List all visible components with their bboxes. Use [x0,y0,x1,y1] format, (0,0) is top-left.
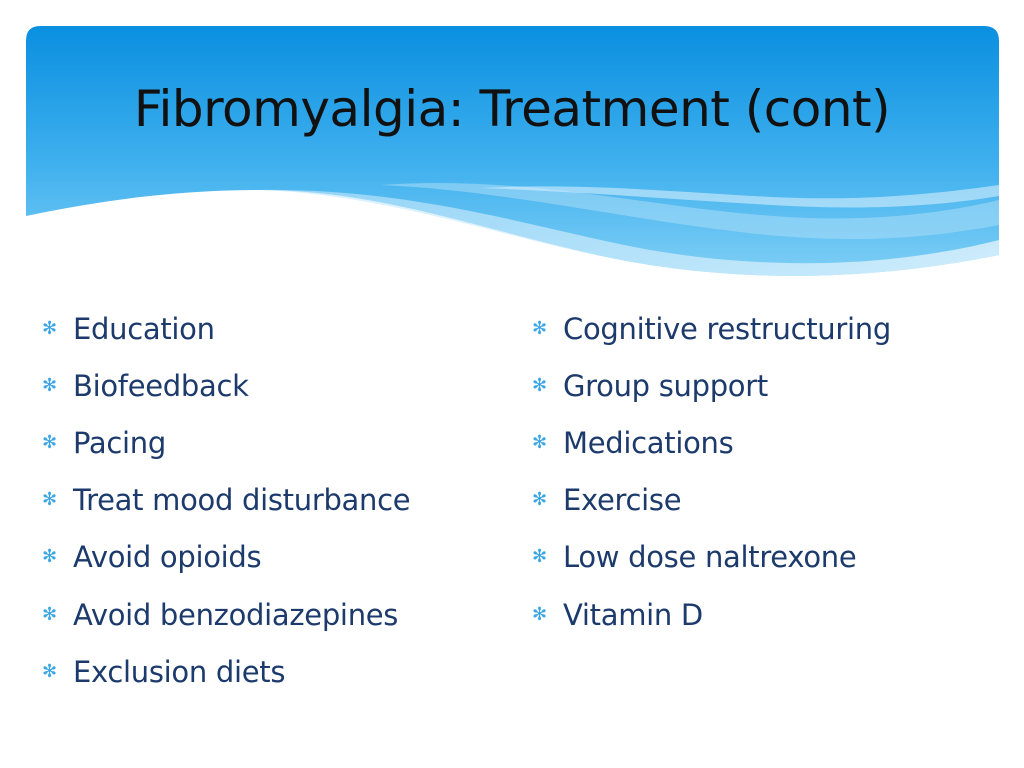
slide-title: Fibromyalgia: Treatment (cont) [133,80,891,138]
list-item-label: Avoid benzodiazepines [73,597,399,632]
asterisk-bullet-icon: ✻ [532,374,548,396]
list-item-label: Exercise [563,483,682,518]
list-item: ✻ Vitamin D [530,586,990,643]
asterisk-bullet-icon: ✻ [532,431,548,453]
list-item-label: Cognitive restructuring [563,311,891,346]
left-bullet-list: ✻ Education ✻ Biofeedback ✻ Pacing ✻ Treat m… [40,300,500,700]
list-item-label: Education [73,311,215,346]
list-item-label: Vitamin D [563,597,703,632]
asterisk-bullet-icon: ✻ [532,603,548,625]
list-item-label: Pacing [73,425,166,460]
right-bullet-list: ✻Cognitive restructuring ✻Group support … [530,300,990,643]
asterisk-bullet-icon: ✻ [42,489,58,511]
asterisk-bullet-icon: ✻ [42,603,58,625]
list-item: ✻ Education [40,300,500,357]
header-wave-graphic [26,26,999,276]
asterisk-bullet-icon: ✻ [42,546,58,568]
list-item: ✻ Avoid opioids [40,529,500,586]
list-item: ✻ Group support [530,357,990,414]
list-item: ✻ Medications [530,414,990,471]
asterisk-bullet-icon: ✻ [532,317,548,339]
asterisk-bullet-icon: ✻ [532,489,548,511]
list-item: ✻ Avoid benzodiazepines [40,586,500,643]
list-item: ✻ Pacing [40,414,500,471]
list-item: ✻ Treat mood disturbance [40,472,500,529]
list-item-label: Avoid opioids [73,540,262,575]
list-item-label: Exclusion diets [73,654,286,689]
list-item: ✻ Cognitive restructuring [530,300,990,357]
list-item: ✻ Exercise [530,472,990,529]
list-item-label: Medications [563,425,734,460]
asterisk-bullet-icon: ✻ [42,317,58,339]
asterisk-bullet-icon: ✻ [42,374,58,396]
list-item-label: Low dose naltrexone [563,540,857,575]
header-banner [0,0,1024,300]
list-item: ✻ Biofeedback [40,357,500,414]
asterisk-bullet-icon: ✻ [532,546,548,568]
list-item-label: Treat mood disturbance [73,483,411,518]
asterisk-bullet-icon: ✻ [42,431,58,453]
list-item: ✻ Low dose naltrexone [530,529,990,586]
list-item-label: Biofeedback [73,368,249,403]
list-item: ✻ Exclusion diets [40,643,500,700]
asterisk-bullet-icon: ✻ [42,660,58,682]
list-item-label: Group support [563,368,768,403]
